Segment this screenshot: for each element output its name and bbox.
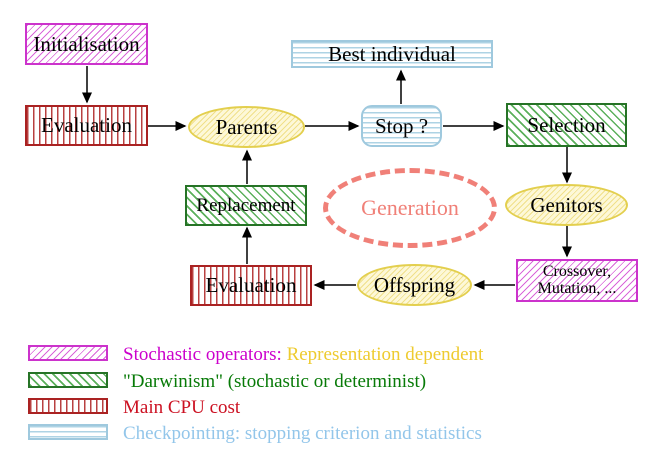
legend-swatch-darwinism xyxy=(28,372,108,388)
legend-text-representation: Representation dependent xyxy=(286,344,484,365)
node-selection: Selection xyxy=(506,103,627,147)
node-evaluation-bottom: Evaluation xyxy=(190,265,312,306)
node-initialisation: Initialisation xyxy=(25,23,148,65)
node-genitors: Genitors xyxy=(505,184,628,226)
crossover-line2: Mutation, ... xyxy=(537,279,617,297)
node-generation-loop: Generation xyxy=(323,168,497,248)
node-offspring: Offspring xyxy=(357,264,472,306)
legend-label-cpu-cost: Main CPU cost xyxy=(123,397,241,418)
node-parents: Parents xyxy=(188,106,305,148)
node-evaluation-top: Evaluation xyxy=(25,105,148,146)
legend-label-checkpointing: Checkpointing: stopping criterion and st… xyxy=(123,423,482,444)
legend-label-darwinism: "Darwinism" (stochastic or determinist) xyxy=(123,371,427,392)
legend-swatch-cpu-cost xyxy=(28,398,108,414)
node-best-individual: Best individual xyxy=(291,40,493,68)
legend-swatch-checkpointing xyxy=(28,424,108,440)
legend-label-stochastic-operators: Stochastic operators: Representation dep… xyxy=(123,344,483,366)
node-stop: Stop ? xyxy=(361,105,442,147)
crossover-line1: Crossover, xyxy=(542,262,612,280)
legend-text-stochastic: Stochastic operators: xyxy=(123,344,282,365)
legend-swatch-stochastic-operators xyxy=(28,345,108,361)
node-replacement: Replacement xyxy=(185,185,307,226)
node-crossover-mutation: Crossover, Mutation, ... xyxy=(516,259,638,302)
